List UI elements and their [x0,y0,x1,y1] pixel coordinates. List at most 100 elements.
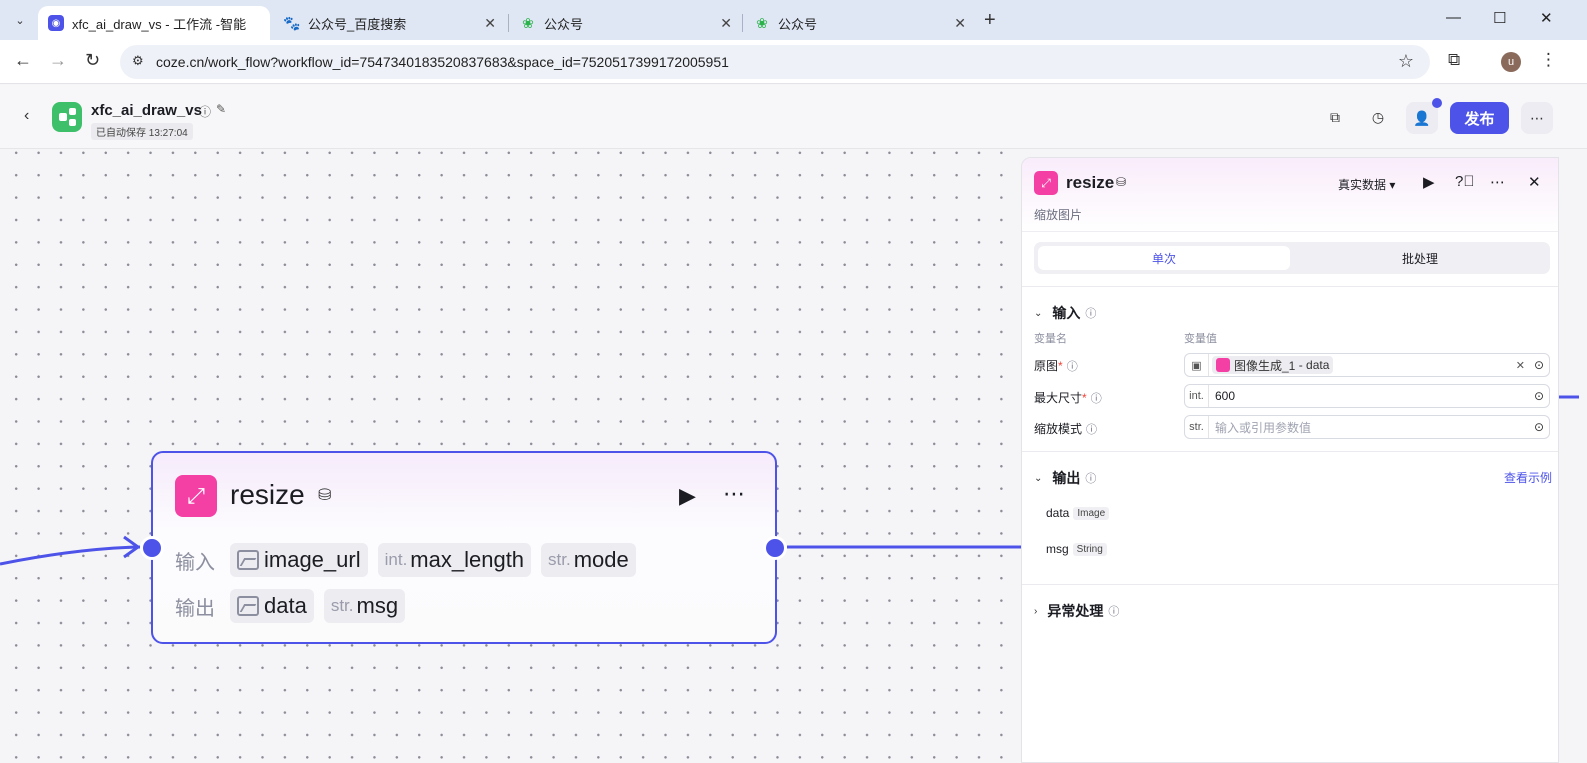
data-mode-dropdown[interactable]: 真实数据 ▾ [1338,178,1396,192]
run-node-icon[interactable]: ▶ [679,483,696,508]
workflow-header: ‹ xfc_ai_draw_vs ⓘ ✎ 已自动保存 13:27:04 ⧉ ◷ … [0,85,1587,149]
browser-tab-strip: ⌄ ◉ xfc_ai_draw_vs - 工作流 -智能 🐾 公众号_百度搜索 … [0,0,1587,40]
tab-title: 公众号 [778,16,818,32]
address-bar[interactable]: ⚙ coze.cn/work_flow?workflow_id=75473401… [120,45,1430,79]
maximize-button[interactable]: ☐ [1493,10,1507,27]
type-badge: String [1072,542,1107,556]
tab-baidu[interactable]: 🐾 公众号_百度搜索 ✕ [274,6,506,40]
site-settings-icon[interactable]: ⚙ [132,53,144,68]
publish-button[interactable]: 发布 [1450,102,1509,134]
info-icon[interactable]: ⓘ [1085,308,1097,320]
error-handling-section-header[interactable]: › 异常处理 ⓘ [1034,603,1120,619]
field-label-image: 原图*ⓘ [1034,359,1078,373]
tab-title: xfc_ai_draw_vs - 工作流 -智能 [72,16,247,32]
edit-icon[interactable]: ✎ [216,102,227,116]
browser-menu-icon[interactable]: ⋮ [1540,50,1557,69]
output-port[interactable] [763,536,787,560]
scale-mode-field[interactable]: str. 输入或引用参数值 ⊙ [1184,415,1550,439]
variable-target-icon[interactable]: ⊙ [1533,420,1545,434]
type-badge: Image [1073,506,1110,520]
tab-batch[interactable]: 批处理 [1401,251,1438,266]
bookmark-star-icon[interactable]: ☆ [1397,51,1414,71]
output-chip-msg: str. msg [323,589,406,623]
profile-avatar[interactable]: u [1501,52,1521,72]
plugin-store-icon: ⛁ [1116,175,1127,189]
clear-icon[interactable]: ✕ [1515,359,1525,372]
wechat-logo-icon: ❀ [756,14,768,31]
back-button[interactable]: ← [14,50,32,70]
forward-button[interactable]: → [49,50,67,70]
tab-single[interactable]: 单次 [1038,246,1290,270]
browser-toolbar: ← → ↻ ⚙ coze.cn/work_flow?workflow_id=75… [0,40,1587,84]
max-size-field[interactable]: int. 600 ⊙ [1184,384,1550,408]
edge-layer [0,535,1021,566]
coze-favicon-icon: ◉ [48,15,64,31]
close-panel-icon[interactable]: ✕ [1528,174,1541,191]
view-example-link[interactable]: 查看示例 [1504,471,1553,485]
node-more-icon[interactable]: ⋯ [723,481,746,506]
reload-button[interactable]: ↻ [85,50,101,70]
tab-workflow[interactable]: ◉ xfc_ai_draw_vs - 工作流 -智能 [38,6,270,40]
url-text[interactable]: coze.cn/work_flow?workflow_id=7547340183… [156,54,729,70]
tab-title: 公众号_百度搜索 [308,16,407,32]
resize-icon: ⤢ [175,475,217,517]
workflow-canvas[interactable]: ⤢ resize ⛁ ▶ ⋯ 输入 image_url int. max_len… [0,150,1021,763]
new-tab-button[interactable]: + [984,9,996,31]
info-icon[interactable]: ⓘ [1108,606,1120,618]
node-outputs-row: 输出 data str. msg [175,589,415,623]
close-tab-icon[interactable]: ✕ [484,14,496,31]
info-icon[interactable]: ⓘ [1066,361,1078,373]
users-icon: 👤 [1413,109,1431,126]
type-prefix: int. [1185,385,1209,407]
image-ref-field[interactable]: ▣ 图像生成_1 - data ✕ ⊙ [1184,353,1550,377]
type-prefix: str. [1185,416,1209,438]
help-icon[interactable]: ?⃝ [1455,173,1475,190]
image-type-icon: ▣ [1185,354,1209,376]
input-port[interactable] [140,536,164,560]
tab-search-button[interactable]: ⌄ [15,14,25,27]
canvas-edge-strip [1559,157,1587,763]
run-mode-tabs: 单次 批处理 [1034,242,1550,274]
panel-subtitle: 缩放图片 [1034,208,1083,222]
caret-down-icon: ▾ [1389,178,1396,192]
output-item: msg String [1046,542,1107,556]
chevron-right-icon: › [1034,605,1038,617]
variable-target-icon[interactable]: ⊙ [1533,389,1545,403]
notification-badge [1432,98,1442,108]
output-section-header[interactable]: ⌄ 输出 ⓘ [1034,470,1097,486]
variable-target-icon[interactable]: ⊙ [1533,358,1545,372]
extensions-icon[interactable]: ⧉ [1448,50,1461,69]
info-icon[interactable]: ⓘ [1090,393,1102,405]
collaborators-button[interactable]: 👤 [1406,98,1442,134]
column-header-name: 变量名 [1034,333,1067,345]
scale-mode-placeholder[interactable]: 输入或引用参数值 [1215,420,1312,435]
close-tab-icon[interactable]: ✕ [720,14,732,31]
tab-wechat-1[interactable]: ❀ 公众号 ✕ [510,6,742,40]
history-icon[interactable]: ◷ [1371,108,1385,125]
close-window-button[interactable]: ✕ [1540,10,1553,27]
reference-chip[interactable]: 图像生成_1 - data [1212,356,1334,374]
more-icon[interactable]: ⋯ [1490,174,1505,191]
image-type-icon [237,550,259,570]
more-options-button[interactable]: ⋯ [1521,102,1553,134]
input-chip-image-url: image_url [230,543,368,577]
back-chevron-icon[interactable]: ‹ [24,107,30,124]
copy-icon[interactable]: ⧉ [1330,108,1340,125]
info-icon[interactable]: ⓘ [1086,424,1098,436]
panel-header: ⤢ resize ⛁ 缩放图片 真实数据 ▾ ▶ ?⃝ ⋯ ✕ [1022,158,1558,232]
chevron-down-icon: ⌄ [1034,307,1043,319]
close-tab-icon[interactable]: ✕ [954,14,966,31]
output-item: data Image [1046,506,1110,520]
minimize-button[interactable]: — [1446,9,1461,26]
run-icon[interactable]: ▶ [1423,174,1435,191]
node-ref-icon [1216,358,1230,372]
info-icon[interactable]: ⓘ [1085,473,1097,485]
tab-wechat-2[interactable]: ❀ 公众号 ✕ [744,6,976,40]
incoming-edge [0,545,141,566]
column-header-value: 变量值 [1184,333,1217,345]
input-section-header[interactable]: ⌄ 输入 ⓘ [1034,305,1097,321]
resize-node[interactable]: ⤢ resize ⛁ ▶ ⋯ 输入 image_url int. max_len… [151,451,777,644]
max-size-value[interactable]: 600 [1215,389,1236,403]
input-chip-mode: str. mode [541,543,636,577]
info-icon[interactable]: ⓘ [199,105,212,119]
